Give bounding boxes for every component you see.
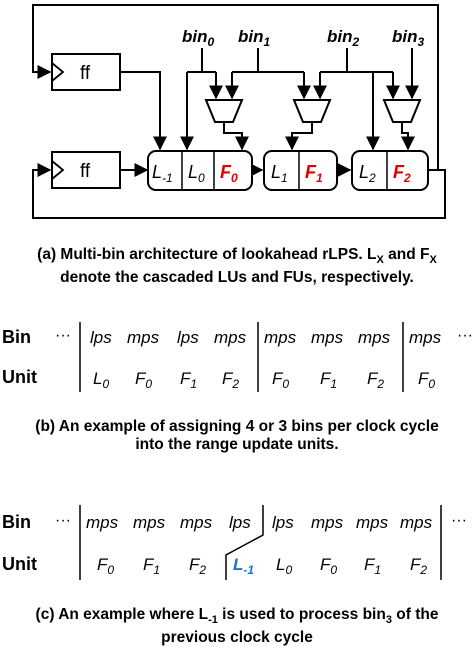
unit-cell: F1	[320, 369, 337, 391]
ff-label-1: ff	[80, 63, 91, 84]
unit-cell: F1	[143, 555, 160, 577]
unit-group-2	[351, 150, 429, 191]
unit-cell: F0	[97, 555, 114, 577]
bin-cell: mps	[214, 328, 247, 347]
bin-cell: lps	[272, 513, 294, 532]
bin-cell: mps	[264, 328, 297, 347]
unit-cell: F0	[320, 555, 337, 577]
unit-cell: F2	[222, 369, 239, 391]
unit-F0: F0	[220, 162, 238, 185]
unit-cell: L0	[93, 369, 109, 391]
table-c: Bin Unit ··· ··· mps mps mps lps lps mps…	[2, 505, 467, 580]
bin-cell: mps	[127, 328, 160, 347]
ellipsis: ···	[55, 512, 71, 529]
bin-cell: mps	[133, 513, 166, 532]
unit-cell: F0	[272, 369, 289, 391]
row-label-unit: Unit	[2, 367, 37, 387]
ellipsis: ···	[457, 327, 473, 344]
ff-2	[51, 151, 121, 189]
unit-F2: F2	[393, 162, 411, 185]
unit-cell: F0	[135, 369, 152, 391]
bin-input-1: bin1	[238, 27, 271, 49]
bin-cell: mps	[311, 513, 344, 532]
mux-0	[204, 99, 244, 123]
table-b: Bin Unit ··· ··· lps mps lps mps mps mps…	[2, 322, 473, 392]
ff-label-2: ff	[80, 161, 91, 182]
unit-L2: L2	[359, 162, 376, 185]
caption-c: (c) An example where L-1 is used to proc…	[35, 606, 439, 647]
bin-cell: mps	[311, 328, 344, 347]
bin-cell: mps	[358, 328, 391, 347]
row-label-bin: Bin	[2, 512, 31, 532]
bin-cell: lps	[229, 513, 251, 532]
unit-F1: F1	[305, 162, 323, 185]
unit-cell: F2	[410, 555, 427, 577]
unit-cell: F2	[367, 369, 384, 391]
bin-input-0: bin0	[182, 27, 215, 49]
bin-cell: mps	[86, 513, 119, 532]
multiplexers	[204, 99, 422, 123]
unit-cell: F0	[418, 369, 435, 391]
row-label-bin: Bin	[2, 327, 31, 347]
unit-cell: L0	[276, 555, 292, 577]
bin-cell: mps	[409, 328, 442, 347]
caption-b: (b) An example of assigning 4 or 3 bins …	[35, 418, 439, 453]
wires	[32, 4, 446, 219]
bin-cell: lps	[177, 328, 199, 347]
bin-cell: lps	[90, 328, 112, 347]
ellipsis: ···	[451, 512, 467, 529]
bin-input-2: bin2	[327, 27, 360, 49]
row-label-unit: Unit	[2, 554, 37, 574]
bin-input-3: bin3	[392, 27, 425, 49]
mux-1	[292, 99, 332, 123]
caption-a: (a) Multi-bin architecture of lookahead …	[37, 246, 437, 287]
ff-1	[51, 53, 121, 91]
unit-group-0	[147, 150, 253, 191]
unit-cell: F1	[180, 369, 197, 391]
unit-cell: F1	[364, 555, 381, 577]
unit-L0: L0	[188, 162, 205, 185]
unit-L1: L1	[271, 162, 288, 185]
unit-group-1	[263, 150, 338, 191]
bin-cell: mps	[180, 513, 213, 532]
unit-L-1: L-1	[152, 162, 173, 185]
bin-cell: mps	[356, 513, 389, 532]
ellipsis: ···	[55, 327, 71, 344]
mux-2	[382, 99, 422, 123]
bin-cell: mps	[400, 513, 433, 532]
unit-cell-highlight: L-1	[233, 555, 254, 577]
unit-cell: F2	[189, 555, 206, 577]
divider-step	[225, 505, 264, 580]
